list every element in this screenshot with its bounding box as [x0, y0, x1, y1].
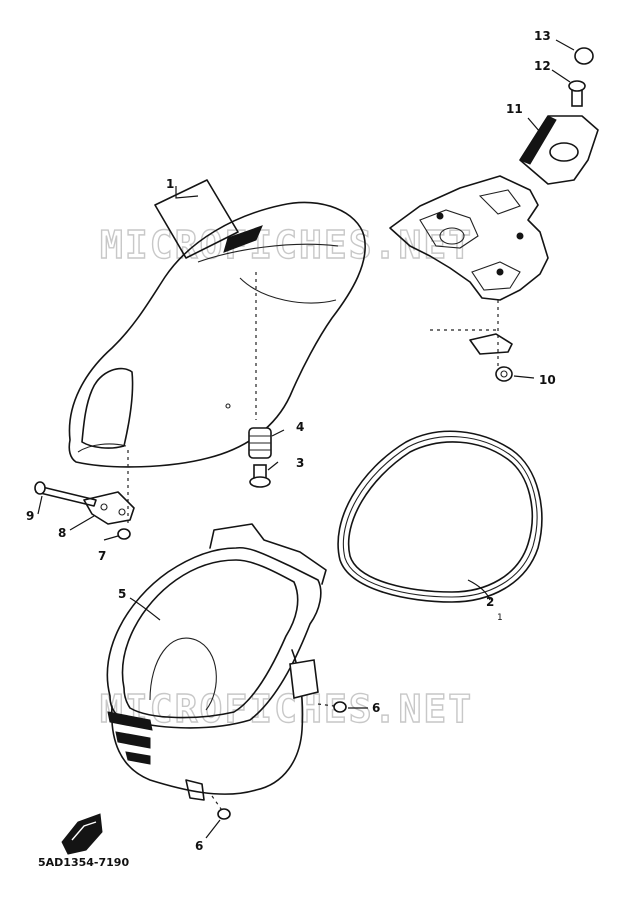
leader-lines: [37, 39, 575, 839]
hinge-bracket-part: [34, 481, 135, 540]
callout-9: 9: [26, 509, 34, 523]
nut-part: [495, 366, 513, 382]
damper-part: [248, 427, 272, 459]
callout-13: 13: [534, 29, 551, 43]
cap-part: [574, 47, 594, 65]
callout-4: 4: [296, 420, 304, 434]
callout-6-right: 6: [372, 701, 380, 715]
callout-12: 12: [534, 59, 551, 73]
callout-1: 1: [166, 177, 174, 191]
callout-11: 11: [506, 102, 523, 116]
callout-3: 3: [296, 456, 304, 470]
callout-5: 5: [118, 587, 126, 601]
stay-part: [519, 115, 599, 185]
callout-7: 7: [98, 549, 106, 563]
callout-10: 10: [539, 373, 556, 387]
callout-labels: 1 2 1 3 4 5 6 6 7 8 9 10 11 12 13: [26, 29, 556, 853]
seat-lock-bracket-part: [389, 175, 549, 368]
callout-2-sub: 1: [497, 613, 503, 623]
callout-8: 8: [58, 526, 66, 540]
gasket-ring-part: [337, 430, 543, 603]
diagram-code: 5AD1354-7190: [38, 856, 129, 869]
front-arrow-icon: [61, 813, 103, 855]
stay-bolt-part: [568, 80, 586, 107]
watermark-bottom: MICROFICHES.NET: [100, 687, 473, 731]
storage-box-part: [106, 523, 347, 820]
callout-2: 2: [486, 595, 494, 609]
seat-part: [68, 179, 366, 525]
bolt-part: [249, 464, 271, 488]
callout-6-bottom: 6: [195, 839, 203, 853]
